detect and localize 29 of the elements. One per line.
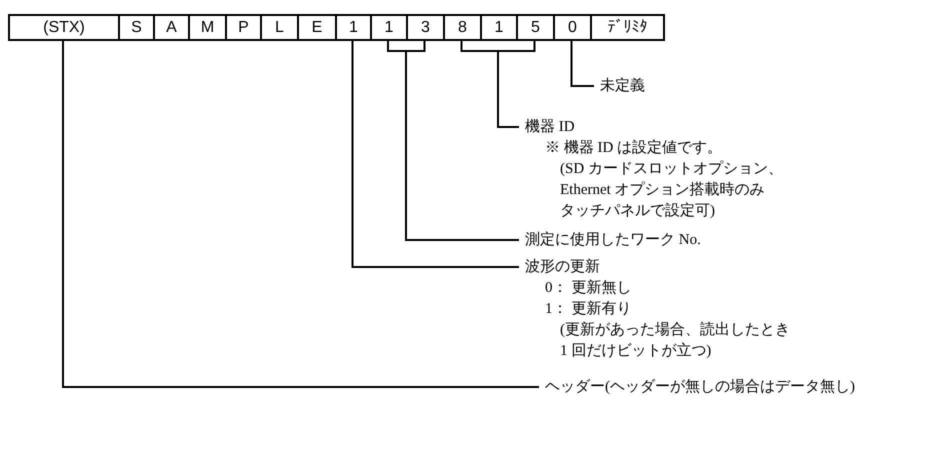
data-field: S xyxy=(118,14,155,41)
data-field: 0 xyxy=(553,14,592,41)
leader-line xyxy=(62,41,539,388)
note-text: (更新があった場合、読出したとき1 回だけビットが立つ) xyxy=(560,320,790,361)
data-field: E xyxy=(297,14,337,41)
leader-line xyxy=(570,41,594,87)
field-description: 未定義 xyxy=(600,76,645,96)
data-field: 1 xyxy=(480,14,518,41)
leader-line xyxy=(352,41,519,268)
field-description: 測定に使用したワーク No. xyxy=(525,230,701,250)
data-field: 1 xyxy=(335,14,372,41)
note-text: ※ 機器 ID は設定値です。 xyxy=(545,138,724,158)
data-field: 1 xyxy=(370,14,408,41)
field-description: 機器 ID xyxy=(525,118,576,137)
note-text: 0： 更新無し xyxy=(545,278,632,298)
data-field: (STX) xyxy=(8,14,120,41)
field-description: 波形の更新 xyxy=(525,258,601,277)
data-field: ﾃﾞﾘﾐﾀ xyxy=(590,14,665,41)
field-description: ヘッダー(ヘッダーが無しの場合はデータ無し) xyxy=(545,378,855,397)
note-text: (SD カードスロットオプション、Ethernet オプション搭載時のみタッチパネルで設定可) xyxy=(560,159,783,221)
leader-line xyxy=(497,41,536,128)
data-field: P xyxy=(225,14,262,41)
data-field: L xyxy=(260,14,299,41)
data-field: 3 xyxy=(406,14,445,41)
note-text: 1： 更新有り xyxy=(545,300,632,319)
data-field: A xyxy=(153,14,190,41)
data-field: M xyxy=(188,14,227,41)
data-field: 5 xyxy=(516,14,555,41)
data-field: 8 xyxy=(443,14,482,41)
